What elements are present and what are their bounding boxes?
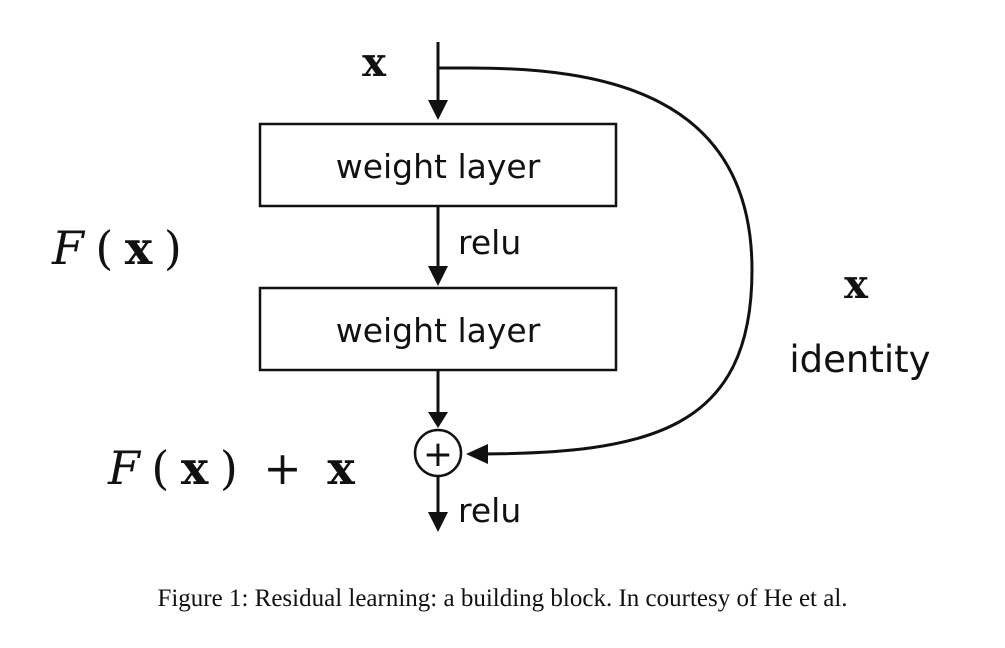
- relu-label-1: relu: [458, 223, 521, 262]
- skip-identity-label: identity: [789, 338, 930, 381]
- input-arrowhead: [428, 100, 448, 120]
- skip-var-label: x: [844, 261, 869, 308]
- weight-layer-1-label: weight layer: [336, 147, 541, 186]
- identity-arrowhead: [466, 444, 488, 464]
- residual-function-open: (: [95, 221, 113, 275]
- output-var: x: [327, 441, 355, 495]
- figure-caption: Figure 1: Residual learning: a building …: [157, 585, 848, 612]
- sum-input-arrowhead: [428, 412, 448, 428]
- output-fn-open: (: [151, 441, 169, 495]
- identity-skip-connection: [438, 66, 754, 456]
- output-fn-close: ): [220, 441, 238, 495]
- sum-node-symbol: +: [423, 434, 453, 475]
- residual-function-var: x: [125, 221, 153, 275]
- relu-label-2: relu: [458, 491, 521, 530]
- residual-function-label: F ( x ): [51, 221, 182, 275]
- output-arrowhead: [428, 512, 448, 532]
- output-fn-var: x: [181, 441, 209, 495]
- output-plus: +: [263, 441, 302, 495]
- residual-function-script: F: [51, 221, 86, 275]
- output-sum-label: F ( x ) + x: [107, 441, 355, 495]
- output-fn-script: F: [107, 441, 142, 495]
- weight-layer-2-box: [258, 286, 618, 372]
- relu-arrowhead-1: [428, 266, 448, 286]
- weight-layer-2-label: weight layer: [336, 311, 541, 350]
- residual-function-close: ): [164, 221, 182, 275]
- input-label: x: [362, 39, 387, 86]
